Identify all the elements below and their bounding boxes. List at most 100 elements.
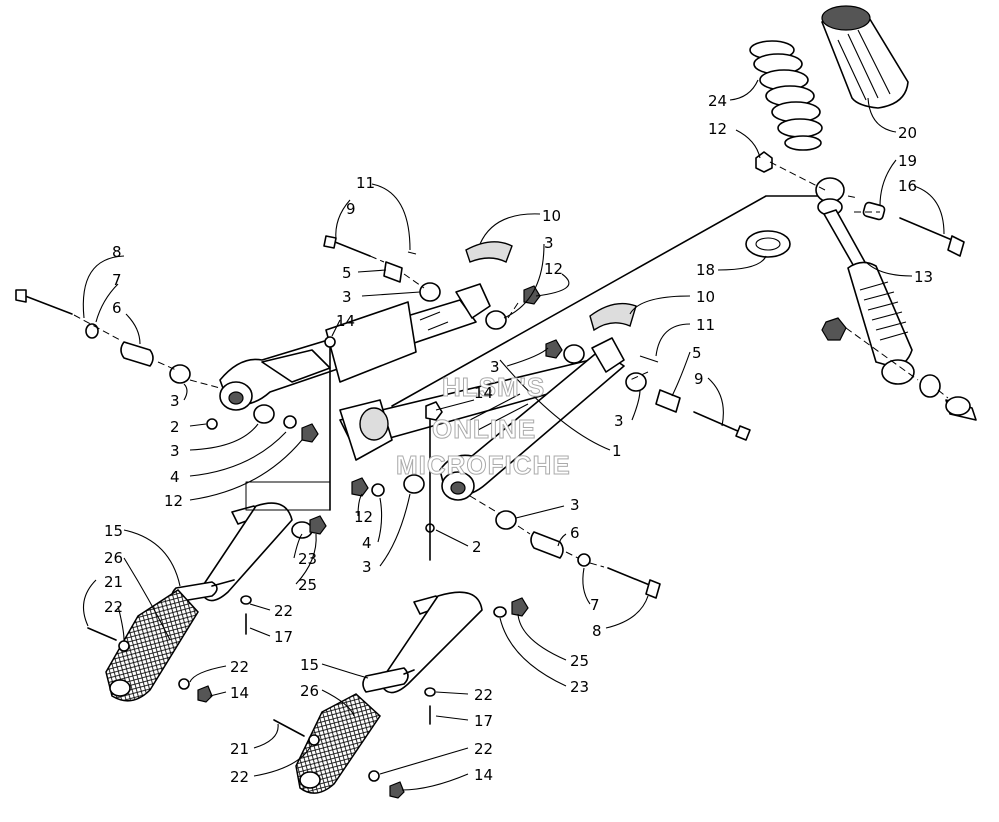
washer-part-22-right-b [308, 734, 320, 746]
spring-seat-part-18 [745, 230, 791, 258]
callout-17-left: 17 [274, 628, 293, 646]
bolt-part-9-top [329, 239, 371, 257]
right-pivot-hardware [351, 339, 751, 599]
bushing-part-3-c [419, 282, 441, 302]
washer-part-23-right [493, 606, 507, 618]
callout-9-top: 9 [346, 200, 356, 218]
callout-16: 16 [898, 177, 917, 195]
callout-12-left: 12 [164, 492, 183, 510]
callout-3-c: 3 [342, 288, 352, 306]
callout-26-left: 26 [104, 549, 123, 567]
callout-15-right: 15 [300, 656, 319, 674]
rear-arm-assembly-part-1 [219, 283, 625, 501]
callout-22-right-b: 22 [230, 768, 249, 786]
callout-2-mid: 2 [472, 538, 482, 556]
bushing-part-3-e [563, 344, 585, 364]
washer-part-22-left-c [178, 678, 190, 690]
callout-3-a: 3 [170, 392, 180, 410]
bolt-part-9-right [693, 411, 741, 433]
callout-3-g: 3 [362, 558, 372, 576]
spacer-part-5-top [383, 261, 403, 283]
callout-22-left-c: 22 [230, 658, 249, 676]
callout-10-top: 10 [542, 207, 561, 225]
washer-part-22-left-b [240, 595, 252, 605]
callout-2-left: 2 [170, 418, 180, 436]
callout-21-right: 21 [230, 740, 249, 758]
washer-part-7-right [577, 553, 591, 567]
callout-labels: 8 7 6 3 2 3 4 12 9 11 5 3 14 10 3 12 3 1… [104, 92, 933, 786]
callout-18: 18 [696, 261, 715, 279]
callout-14-center: 14 [336, 312, 355, 330]
callout-25-right: 25 [570, 652, 589, 670]
callout-5-top: 5 [342, 264, 352, 282]
nut-part-14-mid [425, 401, 443, 421]
callout-14-mid: 14 [474, 384, 493, 402]
washer-part-23-left [291, 521, 313, 539]
callout-21-left: 21 [104, 573, 123, 591]
footpeg-part-26-right [295, 693, 381, 794]
footrest-left [87, 481, 331, 703]
left-pivot-hardware [15, 289, 319, 443]
washer-part-4-left [283, 415, 297, 429]
bushing-part-19 [862, 201, 886, 221]
bolt-part-8-left [19, 293, 73, 315]
callout-15-left: 15 [104, 522, 123, 540]
footrest-right [273, 591, 529, 799]
callout-23-left: 23 [298, 550, 317, 568]
sleeve-part-6-left [120, 341, 154, 367]
bushing-part-3-b [253, 404, 275, 424]
callout-12-right: 12 [708, 120, 727, 138]
nut-part-12-low [351, 477, 369, 497]
spring-part-24 [749, 40, 823, 151]
bolt-part-21-left [87, 627, 117, 641]
nut-part-25-left [309, 515, 327, 535]
callout-6-left: 6 [112, 299, 122, 317]
callout-8-left: 8 [112, 243, 122, 261]
callout-3-d: 3 [544, 234, 554, 252]
nut-lower-shock [821, 317, 847, 341]
washer-part-22-right-c [368, 770, 380, 782]
washer-part-7-left [85, 323, 99, 339]
bushing-part-3-d [485, 310, 507, 330]
shock-assembly [391, 5, 977, 421]
callout-17-right: 17 [474, 712, 493, 730]
callout-20: 20 [898, 124, 917, 142]
callout-10-right: 10 [696, 288, 715, 306]
bracket-part-15-right [362, 667, 409, 693]
callout-24: 24 [708, 92, 727, 110]
callout-4-left: 4 [170, 468, 180, 486]
callout-12-top: 12 [544, 260, 563, 278]
watermark-line-3: MICROFICHE [396, 450, 571, 480]
callout-22-right: 22 [474, 686, 493, 704]
callout-26-right: 26 [300, 682, 319, 700]
shock-absorber-part-13 [815, 177, 915, 385]
footpeg-part-26-left [105, 589, 199, 702]
callout-9-right: 9 [694, 370, 704, 388]
callout-3-f: 3 [614, 412, 624, 430]
shock-boot-part-20 [821, 5, 909, 109]
bolt-part-21-right [273, 719, 305, 737]
callout-23-right: 23 [570, 678, 589, 696]
watermark-line-2: ONLINE [432, 414, 536, 444]
callout-22-right-c: 22 [474, 740, 493, 758]
callout-3-b: 3 [170, 442, 180, 460]
nut-part-14-right [389, 781, 405, 799]
callout-6-right: 6 [570, 524, 580, 542]
callout-1: 1 [612, 442, 622, 460]
pin-part-2-left [206, 418, 218, 430]
bushing-part-3-f [625, 372, 647, 392]
nut-part-14-center [324, 336, 336, 348]
callout-12-mid: 12 [354, 508, 373, 526]
nut-part-25-right [511, 597, 529, 617]
callout-13: 13 [914, 268, 933, 286]
callout-3-h: 3 [570, 496, 580, 514]
nut-part-14-left-b [197, 685, 213, 703]
callout-14-left-b: 14 [230, 684, 249, 702]
callout-3-e: 3 [490, 358, 500, 376]
leader-lines [82, 79, 945, 791]
washer-part-4-mid [371, 483, 385, 497]
callout-7-left: 7 [112, 271, 122, 289]
nut-part-12-mid [545, 339, 563, 359]
callout-19: 19 [898, 152, 917, 170]
